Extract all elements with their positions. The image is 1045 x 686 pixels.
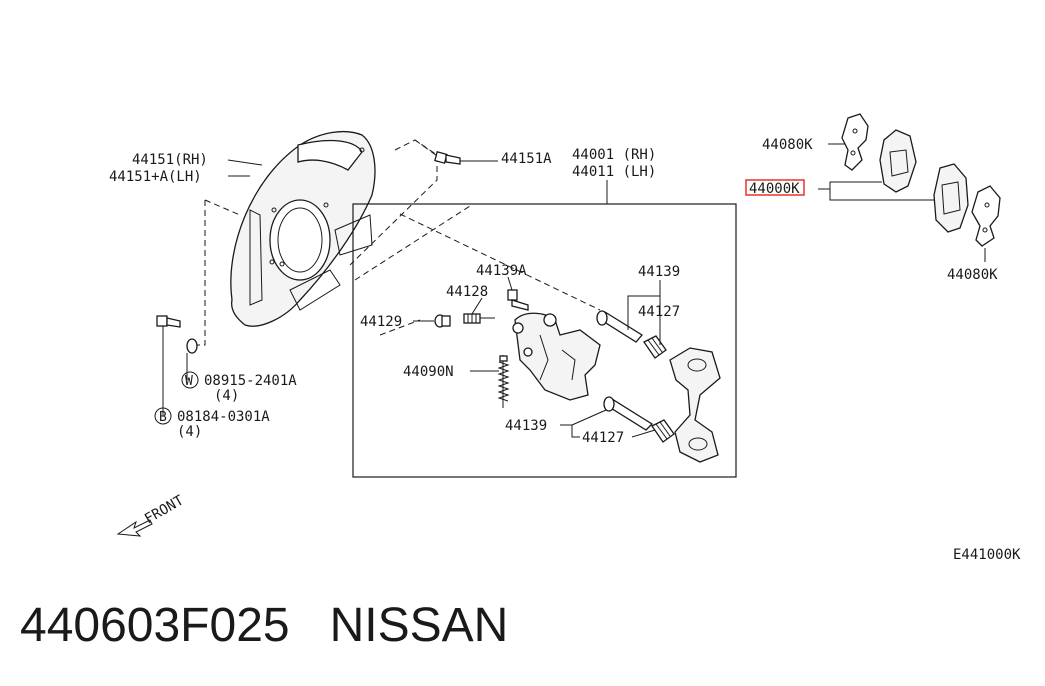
- label-caliper-lh: 44011 (LH): [572, 164, 656, 180]
- label-washer-part: 08915-2401A: [204, 373, 297, 389]
- label-pad-kit-upper: 44080K: [762, 137, 813, 153]
- label-44090n: 44090N: [403, 364, 454, 380]
- washer-symbol: W: [185, 374, 193, 389]
- brake-pad-lower-icon: [933, 163, 969, 233]
- washer-symbol-circle: [181, 371, 199, 389]
- label-shield-lh: 44151+A(LH): [109, 169, 202, 185]
- brake-pad-upper-icon: [879, 129, 917, 193]
- dust-shield: [230, 130, 376, 327]
- label-caliper-rh: 44001 (RH): [572, 147, 656, 163]
- bleeder-screw-icon: [463, 313, 495, 324]
- label-front: FRONT: [142, 492, 187, 527]
- bolt-44151a-icon: [434, 151, 498, 165]
- footer-brand: NISSAN: [329, 599, 509, 652]
- label-44139-bottom: 44139: [505, 418, 547, 434]
- label-pad-kit-highlighted: 44000K: [749, 181, 800, 197]
- washer-08915-icon: [186, 338, 198, 354]
- label-bolt-part: 08184-0301A: [177, 409, 270, 425]
- label-bolt-44151a: 44151A: [501, 151, 552, 167]
- label-44139-top: 44139: [638, 264, 680, 280]
- label-44127-top: 44127: [638, 304, 680, 320]
- label-44139a: 44139A: [476, 263, 527, 279]
- footer-part-number: 440603F025: [20, 599, 290, 652]
- footer-title: 440603F025 NISSAN: [20, 598, 508, 653]
- spring-44090n-icon: [497, 355, 510, 408]
- label-bolt-qty: (4): [177, 424, 202, 440]
- bolt-08184-icon: [156, 315, 181, 328]
- label-diagram-code: E441000K: [953, 547, 1021, 563]
- label-44127-bottom: 44127: [582, 430, 624, 446]
- boot-bottom-icon: [651, 419, 675, 443]
- pad-shim-upper-icon: [841, 113, 869, 171]
- label-washer-qty: (4): [214, 388, 239, 404]
- caliper-assembly-box: [352, 203, 737, 478]
- bolt-symbol: B: [159, 410, 167, 425]
- label-44128: 44128: [446, 284, 488, 300]
- boot-top-icon: [643, 335, 667, 359]
- label-shield-rh: 44151(RH): [132, 152, 208, 168]
- caliper-body: [512, 312, 601, 401]
- guide-pin-bottom-icon: [603, 396, 654, 431]
- bolt-symbol-circle: [154, 407, 172, 425]
- label-pad-kit-lower: 44080K: [947, 267, 998, 283]
- highlight-box: [745, 179, 805, 196]
- front-arrow-icon: [116, 519, 153, 537]
- bleeder-cap-icon: [434, 314, 451, 328]
- guide-pin-top-icon: [596, 310, 643, 343]
- bolt-44139a-icon: [507, 289, 529, 311]
- label-44129: 44129: [360, 314, 402, 330]
- pad-shim-lower-icon: [971, 185, 1001, 247]
- caliper-bracket: [669, 347, 721, 463]
